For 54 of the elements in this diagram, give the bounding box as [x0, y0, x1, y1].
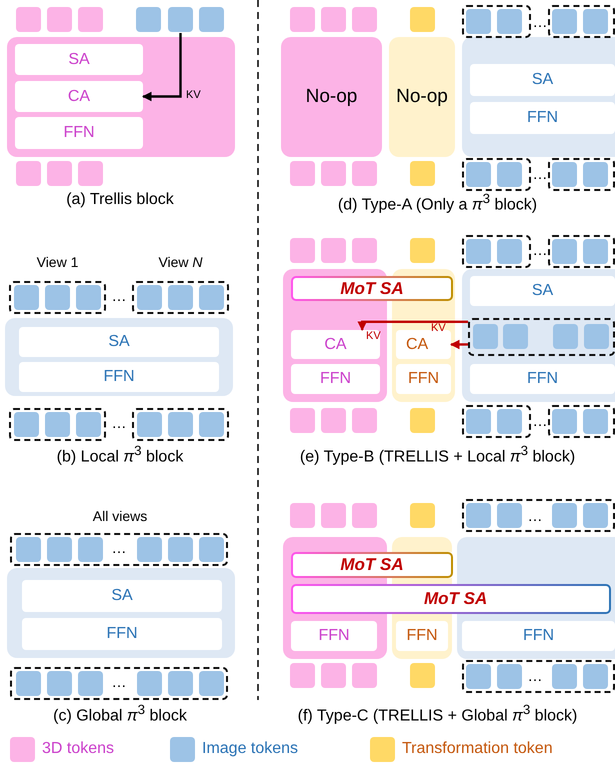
- no-op-block: No-op: [389, 37, 455, 157]
- ellipsis: …: [110, 674, 128, 691]
- view-label: All views: [92, 508, 148, 524]
- block-background: [7, 37, 235, 157]
- panel-caption: (c) Global π$^{3}$ block: [52, 702, 188, 726]
- panel-caption: (b) Local π$^{3}$ block: [56, 443, 184, 466]
- edge-label: KV: [366, 330, 381, 342]
- module-box: CA: [15, 81, 143, 112]
- module-box: FFN: [396, 364, 451, 394]
- ellipsis: …: [526, 508, 544, 525]
- legend-label: Transformation token: [402, 740, 553, 758]
- mot-attention-box: MoT SA: [291, 552, 453, 578]
- block-background: [5, 318, 233, 396]
- block-background: [462, 37, 615, 157]
- panel-caption: (a) Trellis block: [65, 191, 175, 209]
- arrow: [357, 320, 468, 331]
- ellipsis: …: [526, 668, 544, 685]
- arrow: [450, 340, 468, 350]
- module-box: FFN: [470, 364, 615, 394]
- ellipsis: …: [110, 288, 128, 305]
- module-box: FFN: [291, 364, 380, 394]
- module-box: FFN: [15, 117, 143, 149]
- arrow: [142, 33, 182, 102]
- panel-caption: (e) Type-B (TRELLIS + Local π$^{3}$ block): [298, 443, 576, 466]
- module-box: FFN: [19, 362, 219, 392]
- no-op-block: No-op: [281, 37, 382, 157]
- ellipsis: …: [532, 14, 548, 31]
- ellipsis: …: [110, 540, 128, 557]
- block-background: [392, 614, 452, 659]
- ellipsis: …: [110, 415, 128, 432]
- ellipsis: …: [532, 413, 548, 430]
- module-box: SA: [22, 580, 222, 612]
- module-box: FFN: [22, 618, 222, 650]
- module-box: FFN: [470, 102, 615, 134]
- panel-caption: (f) Type-C (TRELLIS + Global π$^{3}$ block): [296, 702, 578, 726]
- token-group: [468, 318, 615, 356]
- module-box: SA: [19, 327, 219, 357]
- ellipsis: …: [532, 242, 548, 259]
- panel-caption: (d) Type-A (Only a π$^{3}$ block): [336, 191, 538, 214]
- legend-label: 3D tokens: [42, 740, 114, 758]
- block-background: [462, 269, 615, 402]
- edge-label: KV: [186, 89, 201, 101]
- module-box: SA: [15, 44, 143, 75]
- block-background: [7, 568, 235, 658]
- module-box: SA: [470, 64, 615, 96]
- module-box: FFN: [462, 621, 615, 651]
- ellipsis: …: [532, 166, 548, 183]
- legend-label: Image tokens: [202, 740, 298, 758]
- view-label: View N: [157, 254, 204, 270]
- module-box: FFN: [291, 621, 377, 651]
- module-box: SA: [470, 276, 615, 306]
- view-label: View 1: [36, 254, 80, 270]
- module-box: CA: [396, 330, 451, 359]
- module-box: FFN: [396, 621, 448, 651]
